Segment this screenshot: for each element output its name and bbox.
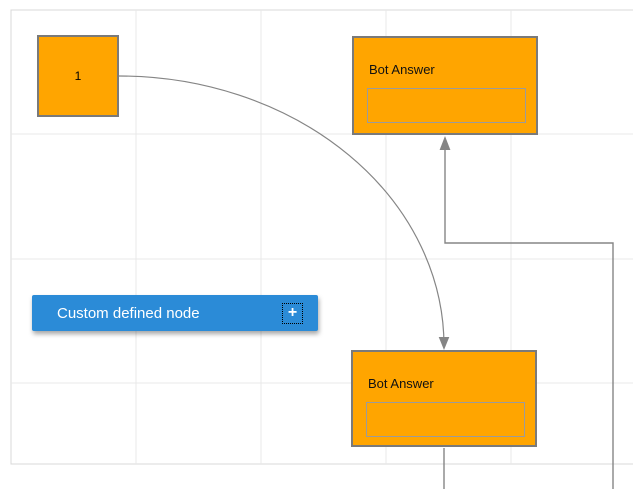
elbow-connector-path[interactable]	[444, 150, 614, 489]
custom-defined-node[interactable]: Custom defined node +	[32, 295, 318, 331]
elbow-connector[interactable]	[439, 136, 614, 489]
bot-answer-node-top[interactable]: Bot Answer	[352, 36, 538, 135]
curve-connector-path[interactable]	[118, 75, 445, 347]
arrowhead-up-icon	[439, 136, 451, 150]
add-plus-icon[interactable]: +	[282, 302, 303, 324]
start-node-label: 1	[74, 69, 82, 83]
bot-answer-title: Bot Answer	[368, 376, 434, 391]
bot-answer-input[interactable]	[367, 88, 526, 123]
bot-answer-node-bottom[interactable]: Bot Answer	[351, 350, 537, 447]
bot-answer-title: Bot Answer	[369, 62, 435, 77]
bot-answer-input[interactable]	[366, 402, 525, 437]
arrowhead-down-icon	[438, 337, 450, 350]
start-node[interactable]: 1	[37, 35, 119, 117]
custom-defined-node-label: Custom defined node	[57, 304, 200, 322]
curve-connector[interactable]	[118, 75, 450, 350]
